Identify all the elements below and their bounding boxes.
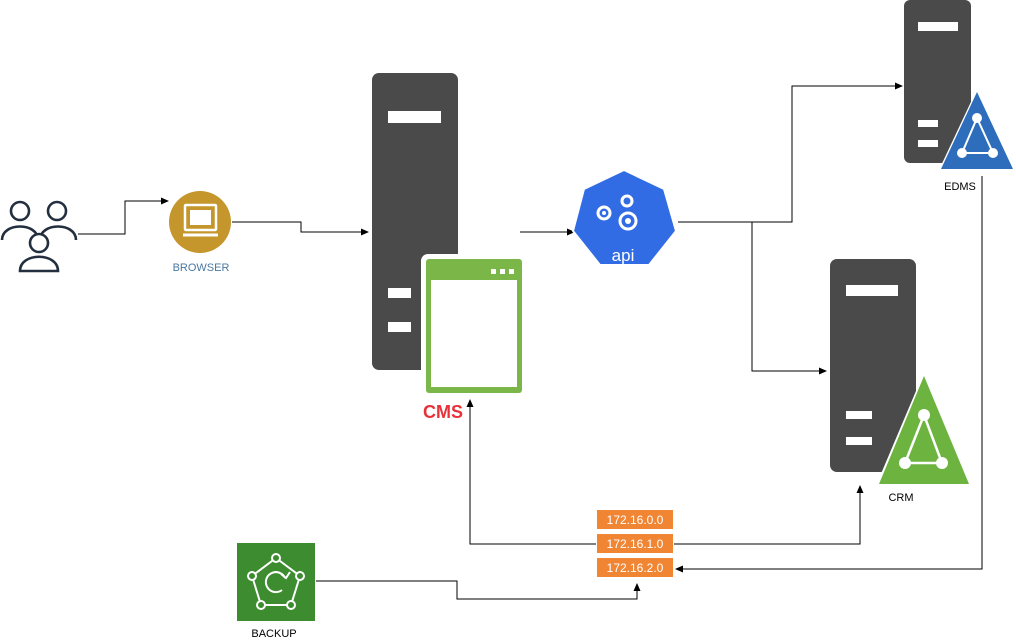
kubernetes-api-icon <box>572 169 677 266</box>
network-triangle-icon <box>938 89 1016 172</box>
browser-label: BROWSER <box>173 262 230 274</box>
network-triangle-icon <box>875 372 973 488</box>
edge-backup-router <box>316 580 641 600</box>
route-label-1: 172.16.1.0 <box>607 537 664 551</box>
edge-edms-router <box>675 176 983 573</box>
api-node[interactable]: api <box>572 169 677 266</box>
cms-label: CMS <box>423 402 463 422</box>
route-label-2: 172.16.2.0 <box>607 561 664 575</box>
edge-browser-cms <box>232 221 369 236</box>
cms-node[interactable]: CMS <box>372 73 527 422</box>
route-row <box>597 534 673 553</box>
browser-node[interactable]: BROWSER <box>169 191 231 274</box>
edge-router-cms <box>466 399 597 545</box>
edge-api-edms <box>678 82 903 223</box>
crm-node[interactable]: CRM <box>830 259 973 504</box>
route-row <box>597 558 673 577</box>
connectors <box>78 82 983 600</box>
edge-users-browser <box>78 197 169 235</box>
route-table-icon[interactable]: 172.16.0.0 172.16.1.0 172.16.2.0 <box>596 509 674 579</box>
backup-node[interactable]: BACKUP <box>237 543 315 640</box>
edms-label: EDMS <box>944 181 976 193</box>
backup-label: BACKUP <box>251 628 296 640</box>
server-icon <box>830 259 916 472</box>
gear-icon <box>596 194 638 231</box>
route-label-0: 172.16.0.0 <box>607 513 664 527</box>
route-row <box>597 510 673 529</box>
edge-router-crm <box>671 485 864 545</box>
users-icon <box>0 200 78 273</box>
edms-node[interactable]: EDMS <box>904 0 1016 193</box>
server-icon <box>904 0 971 163</box>
app-window-icon <box>421 254 527 399</box>
api-label: api <box>612 246 635 265</box>
edge-api-crm <box>751 222 827 375</box>
crm-label: CRM <box>888 492 913 504</box>
